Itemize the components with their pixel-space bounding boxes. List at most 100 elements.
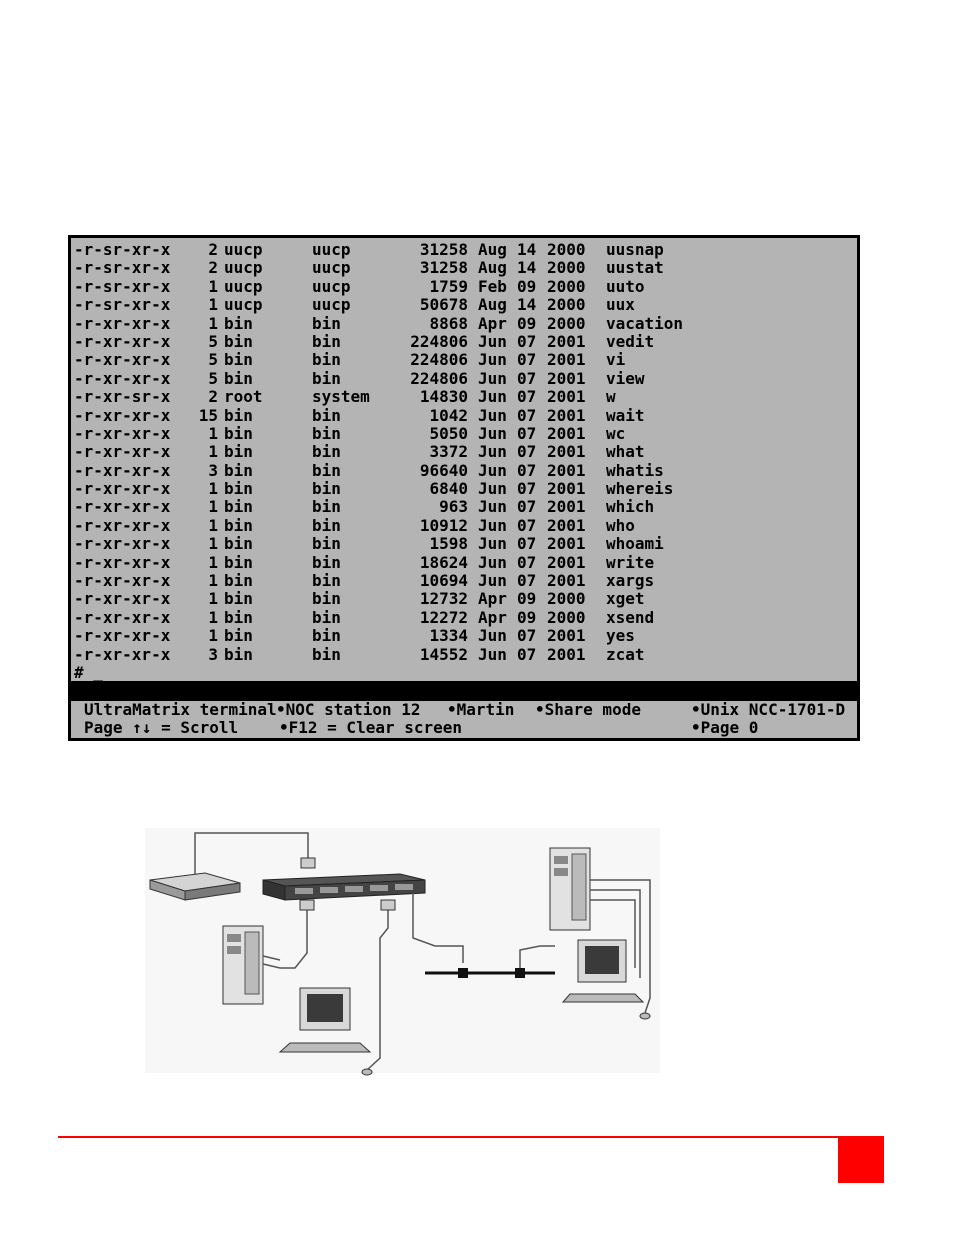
listing-name: vacation [606, 313, 684, 333]
listing-perm: -r-xr-xr-x [74, 313, 171, 333]
listing-perm: -r-xr-xr-x [74, 442, 171, 462]
listing-group: bin [312, 442, 341, 462]
shell-prompt[interactable]: # _ [74, 662, 103, 682]
listing-size: 31258 [419, 240, 468, 259]
listing-name: xargs [606, 571, 655, 591]
front-workstation-cable [366, 908, 389, 1071]
listing-owner: bin [224, 534, 253, 554]
listing-group: bin [312, 405, 341, 425]
listing-group: bin [312, 313, 341, 333]
listing-group: bin [312, 589, 341, 609]
listing-day: 07 [517, 479, 537, 499]
status-terminal-name: UltraMatrix terminal [84, 700, 277, 719]
listing-month: Jun [478, 350, 507, 370]
network-tap-1-icon [458, 968, 468, 978]
listing-year: 2001 [547, 571, 586, 591]
status-line-2: Page ↑↓ = Scroll •F12 = Clear screen •Pa… [71, 718, 857, 737]
listing-year: 2001 [547, 497, 586, 517]
listing-size: 10912 [419, 515, 468, 535]
listing-group: system [312, 387, 370, 407]
listing-day: 07 [517, 571, 537, 591]
status-user: •Martin [447, 700, 515, 719]
listing-month: Jun [478, 626, 507, 646]
listing-name: write [606, 552, 655, 572]
listing-perm: -r-xr-xr-x [74, 405, 171, 425]
listing-name: who [606, 515, 635, 535]
listing-month: Jun [478, 497, 507, 517]
listing-day: 07 [517, 497, 537, 517]
listing-year: 2000 [547, 313, 586, 333]
listing-owner: bin [224, 331, 253, 351]
listing-day: 07 [517, 515, 537, 535]
listing-group: uucp [312, 295, 351, 315]
listing-name: xget [606, 589, 645, 609]
network-diagram [145, 828, 665, 1078]
listing-name: zcat [606, 644, 645, 664]
listing-owner: bin [224, 497, 253, 517]
listing-month: Aug [478, 295, 507, 315]
listing-year: 2001 [547, 331, 586, 351]
listing-year: 2000 [547, 276, 586, 296]
listing-group: bin [312, 552, 341, 572]
listing-links: 1 [208, 534, 218, 554]
listing-links: 3 [208, 644, 218, 664]
listing-owner: bin [224, 552, 253, 572]
listing-perm: -r-xr-xr-x [74, 460, 171, 480]
right-tower-pc-icon [549, 847, 591, 931]
listing-group: bin [312, 534, 341, 554]
listing-size: 1598 [429, 534, 468, 554]
left-pc-cables [262, 955, 281, 969]
listing-group: bin [312, 460, 341, 480]
listing-name: uusnap [606, 240, 664, 259]
right-monitor-icon [561, 939, 645, 1003]
listing-year: 2001 [547, 515, 586, 535]
listing-perm: -r-xr-xr-x [74, 497, 171, 517]
listing-perm: -r-sr-xr-x [74, 258, 171, 278]
listing-day: 07 [517, 405, 537, 425]
listing-month: Jun [478, 423, 507, 443]
listing-group: bin [312, 368, 341, 388]
listing-name: what [606, 442, 645, 462]
listing-day: 07 [517, 387, 537, 407]
listing-name: vedit [606, 331, 655, 351]
listing-size: 5050 [429, 423, 468, 443]
listing-name: yes [606, 626, 635, 646]
listing-links: 1 [208, 497, 218, 517]
listing-day: 07 [517, 460, 537, 480]
listing-year: 2001 [547, 626, 586, 646]
listing-perm: -r-xr-xr-x [74, 515, 171, 535]
front-mouse-icon [361, 1068, 373, 1076]
status-mode: •Share mode [535, 700, 641, 719]
listing-name: uuto [606, 276, 645, 296]
listing-links: 3 [208, 460, 218, 480]
status-station: •NOC station 12 [276, 700, 421, 719]
listing-owner: bin [224, 405, 253, 425]
listing-group: bin [312, 350, 341, 370]
listing-day: 07 [517, 534, 537, 554]
listing-day: 07 [517, 442, 537, 462]
listing-group: bin [312, 607, 341, 627]
listing-owner: bin [224, 460, 253, 480]
listing-links: 1 [208, 295, 218, 315]
listing-year: 2000 [547, 295, 586, 315]
listing-year: 2001 [547, 460, 586, 480]
listing-name: w [606, 387, 616, 407]
listing-links: 1 [208, 607, 218, 627]
listing-month: Jun [478, 571, 507, 591]
listing-owner: bin [224, 350, 253, 370]
listing-month: Jun [478, 460, 507, 480]
listing-size: 96640 [419, 460, 468, 480]
listing-owner: bin [224, 479, 253, 499]
listing-group: bin [312, 331, 341, 351]
listing-year: 2000 [547, 240, 586, 259]
listing-perm: -r-xr-xr-x [74, 331, 171, 351]
